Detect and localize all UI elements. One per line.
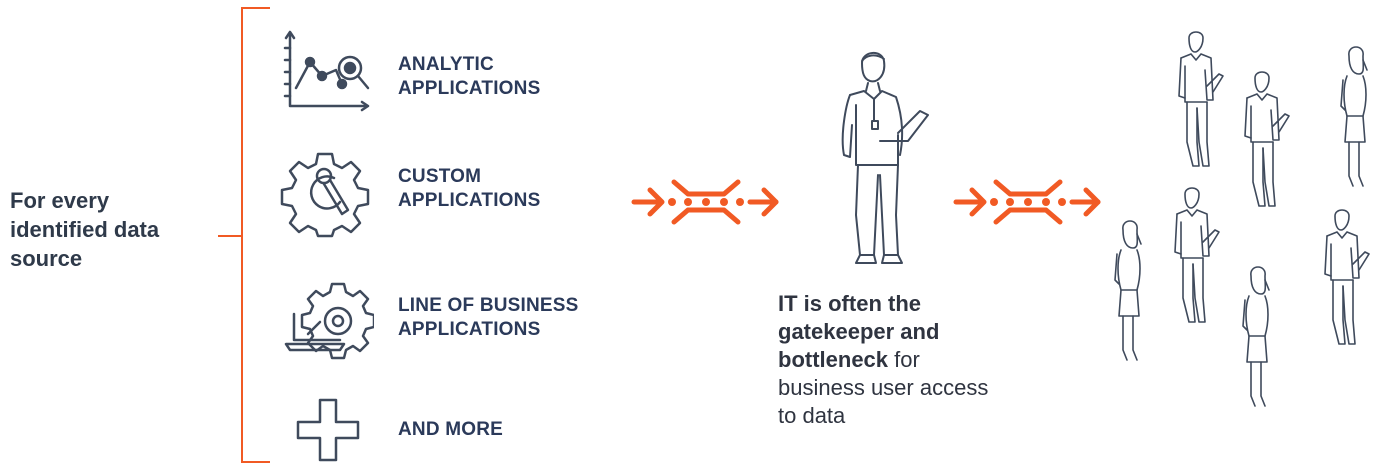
it-caption: IT is often the gatekeeper and bottlenec… [778,291,989,428]
laptop-gear-icon [284,282,376,360]
source-label-analytic: ANALYTIC APPLICATIONS [398,54,541,99]
data-source-label: For every identified data source [10,188,160,271]
bracket [218,7,270,463]
flow-arrow-icon [631,179,779,225]
it-person-icon [841,52,929,264]
business-users-group [1114,31,1370,407]
flow-arrow-icon [953,179,1101,225]
source-item-analytic [282,28,372,123]
wrench-gear-icon [280,152,370,238]
plus-icon [296,398,360,462]
source-item-custom [280,148,370,243]
source-item-more [296,398,360,467]
source-item-lob [284,278,376,373]
source-label-custom: CUSTOM APPLICATIONS [398,166,541,211]
source-label-lob: LINE OF BUSINESS APPLICATIONS [398,295,579,340]
source-label-more: AND MORE [398,419,504,440]
analytics-chart-icon [283,30,370,112]
